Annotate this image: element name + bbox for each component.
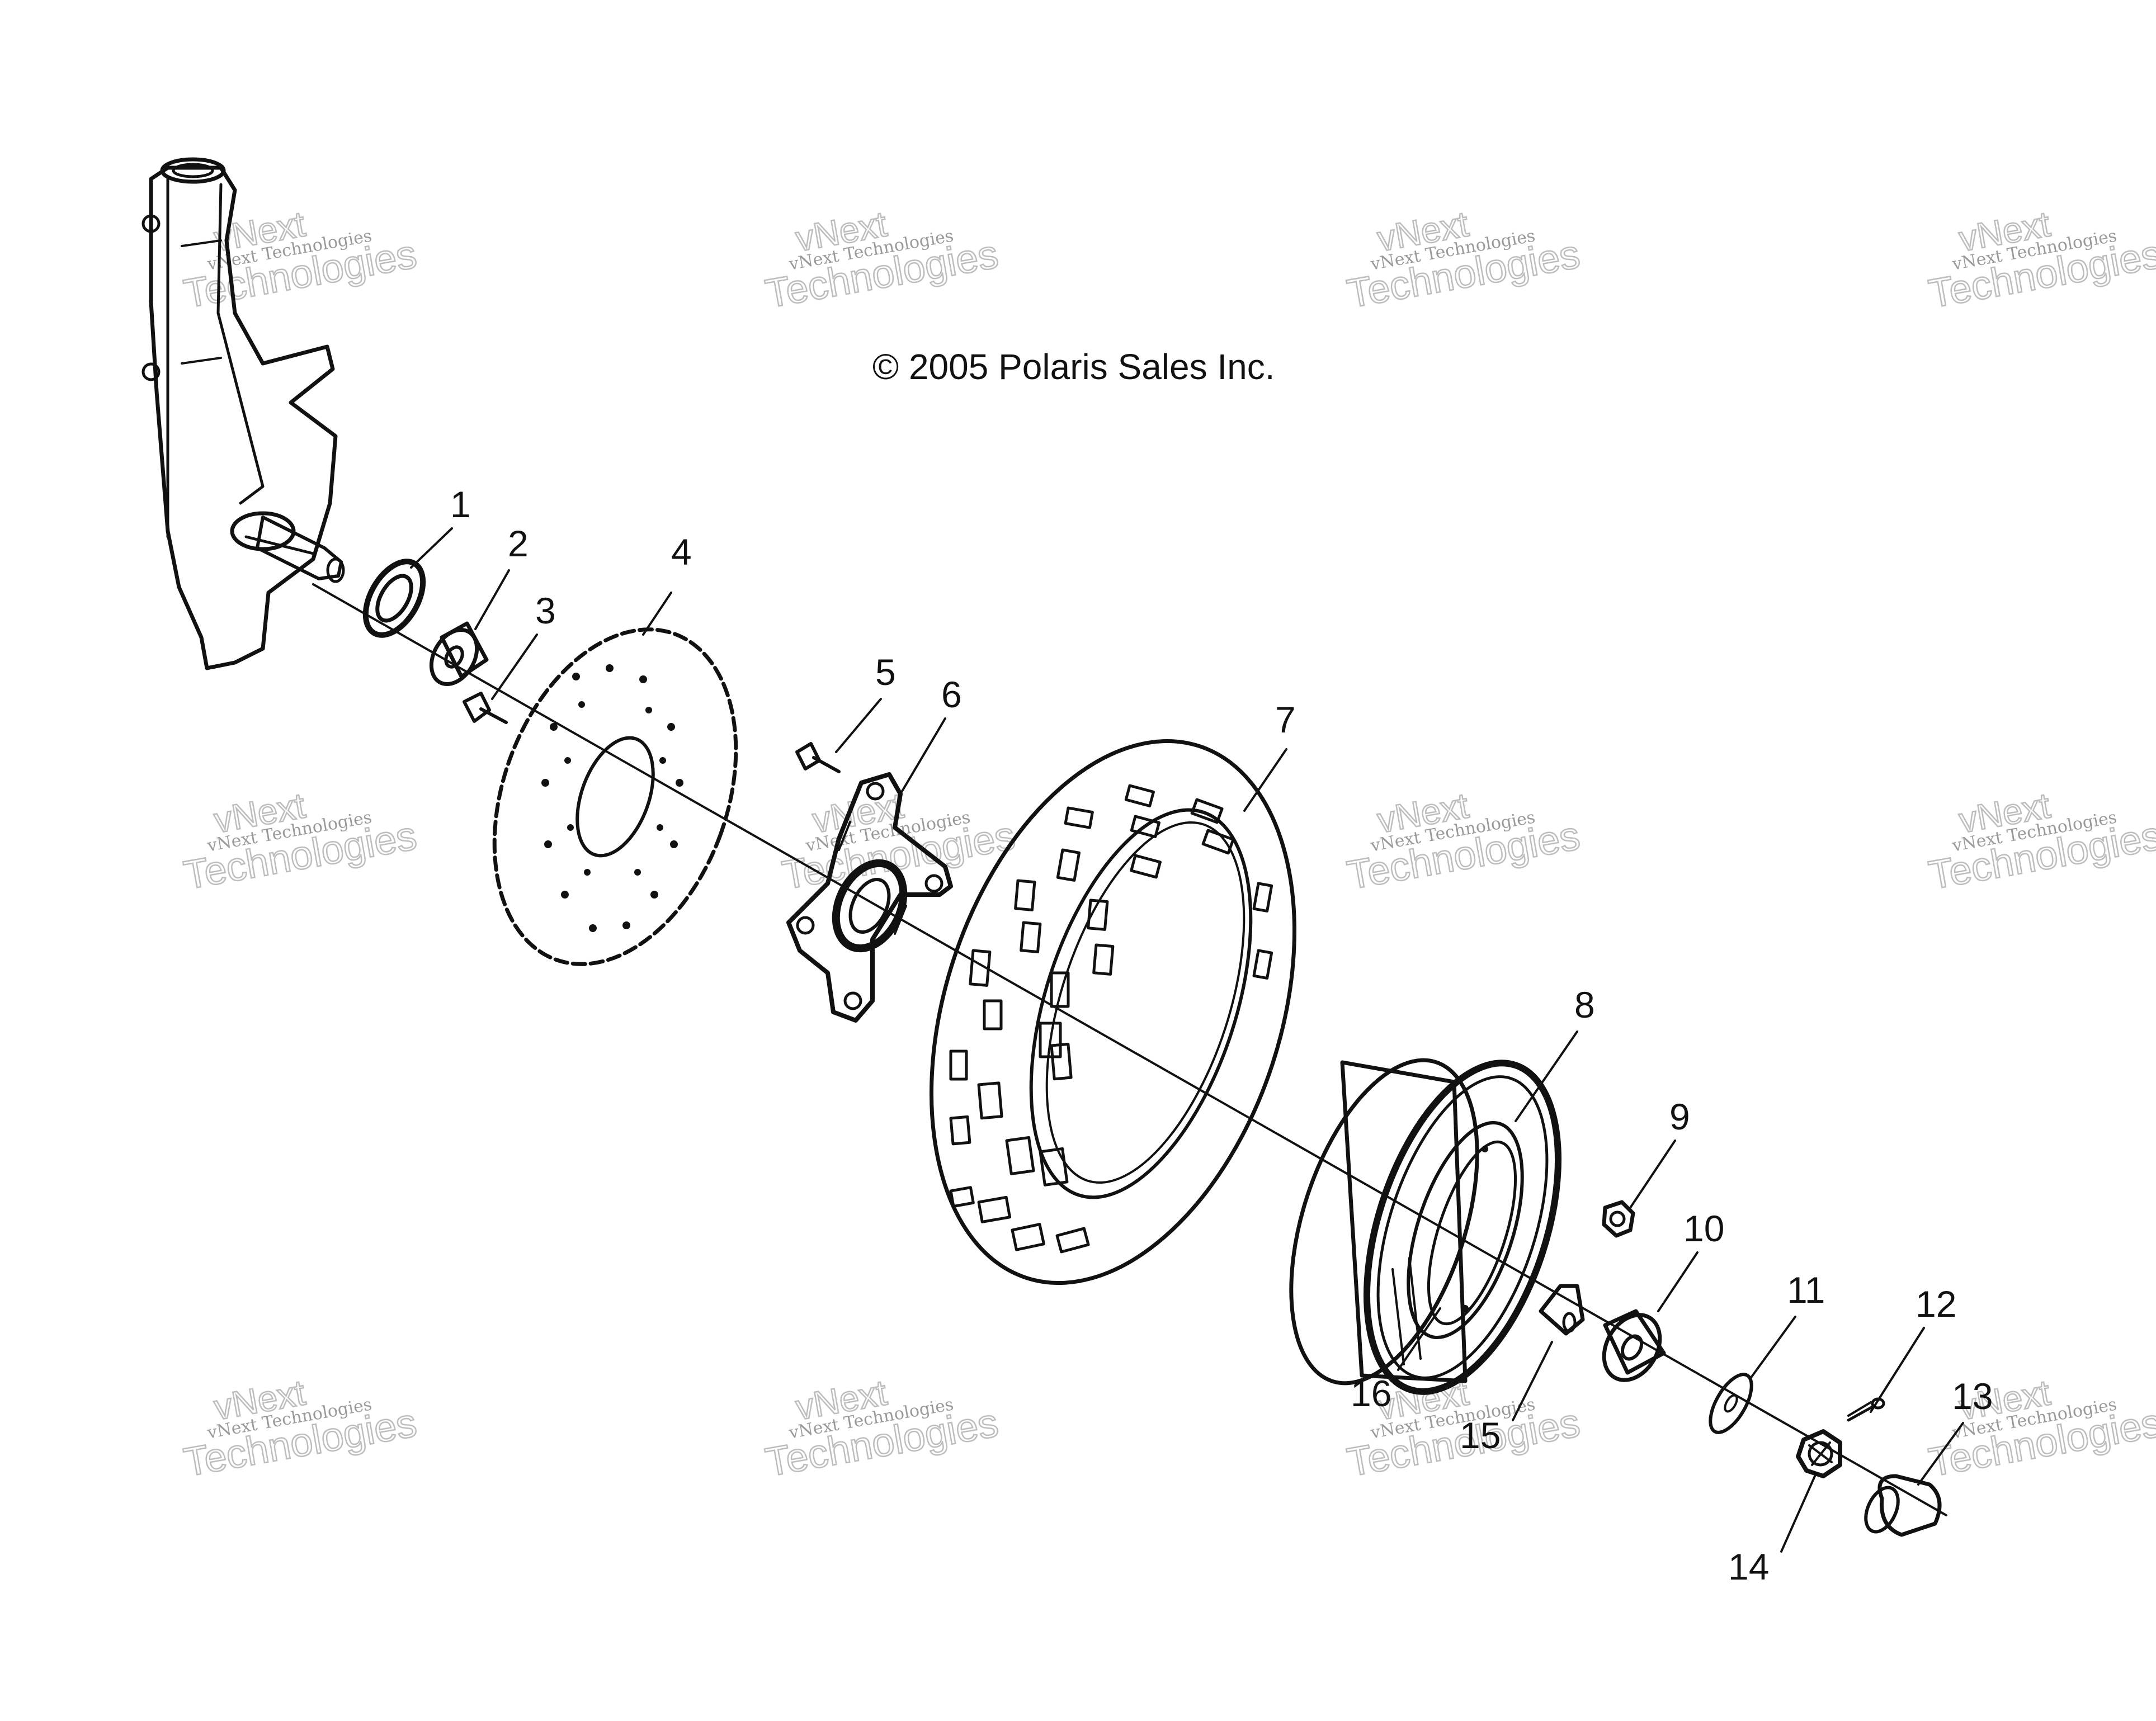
callout-1: 1 — [450, 484, 471, 525]
callout-labels: 1 2 3 4 5 6 7 8 9 10 11 12 13 14 15 16 — [450, 484, 1993, 1587]
part-1-seal — [362, 559, 426, 638]
part-4-brake-disc — [492, 627, 738, 966]
part-2-bearing — [429, 621, 489, 686]
part-5-stud — [795, 742, 841, 773]
watermark-r2c1: vNext vNext Technologies Technologies — [180, 784, 421, 899]
callout-13: 13 — [1952, 1375, 1993, 1417]
callout-3: 3 — [535, 590, 556, 631]
part-6-hub — [786, 772, 953, 1023]
watermark-r1c2: vNext vNext Technologies Technologies — [762, 203, 1002, 318]
callout-15: 15 — [1460, 1415, 1501, 1456]
watermark-r1c1: vNext vNext Technologies Technologies — [180, 203, 421, 318]
part-8-rim — [1289, 1058, 1561, 1395]
copyright-text: © 2005 Polaris Sales Inc. — [872, 347, 1275, 387]
part-3-bolt — [463, 692, 508, 724]
callout-4: 4 — [671, 531, 692, 573]
part-9-nut — [1602, 1200, 1635, 1238]
callout-5: 5 — [875, 651, 896, 693]
part-13-dust-cap — [1864, 1474, 1942, 1537]
callout-9: 9 — [1669, 1096, 1690, 1137]
callout-8: 8 — [1574, 984, 1595, 1025]
part-12-cotter-pin — [1847, 1397, 1885, 1422]
callout-16: 16 — [1351, 1373, 1391, 1414]
callout-2: 2 — [508, 523, 529, 564]
part-7-tire — [930, 739, 1296, 1285]
watermark-r3c1: vNext vNext Technologies Technologies — [180, 1372, 421, 1486]
watermark-r3c2: vNext vNext Technologies Technologies — [762, 1372, 1002, 1486]
part-14-castle-nut — [1796, 1429, 1842, 1478]
steering-knuckle — [141, 157, 345, 670]
callout-11: 11 — [1787, 1269, 1825, 1311]
callout-6: 6 — [941, 674, 962, 715]
callout-10: 10 — [1683, 1208, 1724, 1249]
part-10-bearing — [1602, 1309, 1666, 1382]
watermark-r3c4: vNext vNext Technologies Technologies — [1925, 1372, 2156, 1486]
part-15-spacer — [1539, 1284, 1585, 1336]
leader-lines — [410, 527, 1964, 1553]
watermark-r2c3: vNext vNext Technologies Technologies — [1343, 784, 1584, 899]
callout-14: 14 — [1728, 1546, 1769, 1587]
part-11-washer — [1709, 1373, 1753, 1434]
callout-7: 7 — [1275, 699, 1296, 740]
watermark-r2c4: vNext vNext Technologies Technologies — [1925, 784, 2156, 899]
watermark-r1c3: vNext vNext Technologies Technologies — [1343, 203, 1584, 318]
watermark-r1c4: vNext vNext Technologies Technologies — [1925, 203, 2156, 318]
callout-12: 12 — [1916, 1283, 1956, 1325]
assembly-axis — [312, 583, 1947, 1516]
